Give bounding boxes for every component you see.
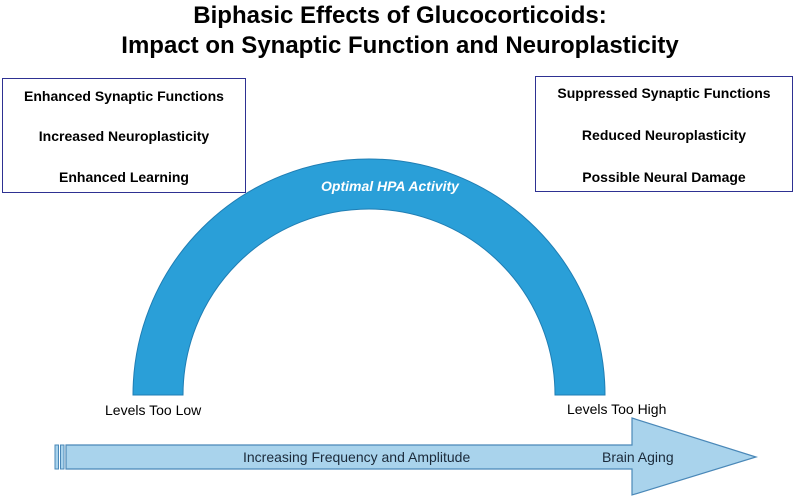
optimal-arc [132, 158, 606, 396]
optimal-hpa-activity-label: Optimal HPA Activity [321, 178, 459, 194]
effect-possible-neural-damage: Possible Neural Damage [582, 169, 746, 185]
effect-increased-neuroplasticity: Increased Neuroplasticity [38, 128, 210, 144]
low-levels-effects-box: Enhanced Synaptic Functions Increased Ne… [2, 78, 246, 193]
brain-aging-label: Brain Aging [602, 449, 674, 465]
high-levels-effects-box: Suppressed Synaptic Functions Reduced Ne… [535, 76, 793, 192]
levels-too-high-label: Levels Too High [567, 401, 667, 417]
effect-enhanced-learning: Enhanced Learning [59, 169, 189, 185]
effect-suppressed-synaptic-functions: Suppressed Synaptic Functions [557, 85, 771, 101]
levels-too-low-label: Levels Too Low [105, 402, 202, 418]
progress-arrow [65, 417, 759, 496]
diagram-title-line-1: Biphasic Effects of Glucocorticoids: [193, 2, 607, 29]
effect-reduced-neuroplasticity: Reduced Neuroplasticity [581, 127, 747, 143]
arrow-tail-bar-2 [60, 444, 65, 470]
arrow-tail-bar-1 [54, 444, 59, 470]
diagram-title-line-2: Impact on Synaptic Function and Neuropla… [121, 32, 679, 59]
effect-enhanced-synaptic-functions: Enhanced Synaptic Functions [24, 88, 224, 104]
arrow-main-label: Increasing Frequency and Amplitude [243, 449, 471, 465]
